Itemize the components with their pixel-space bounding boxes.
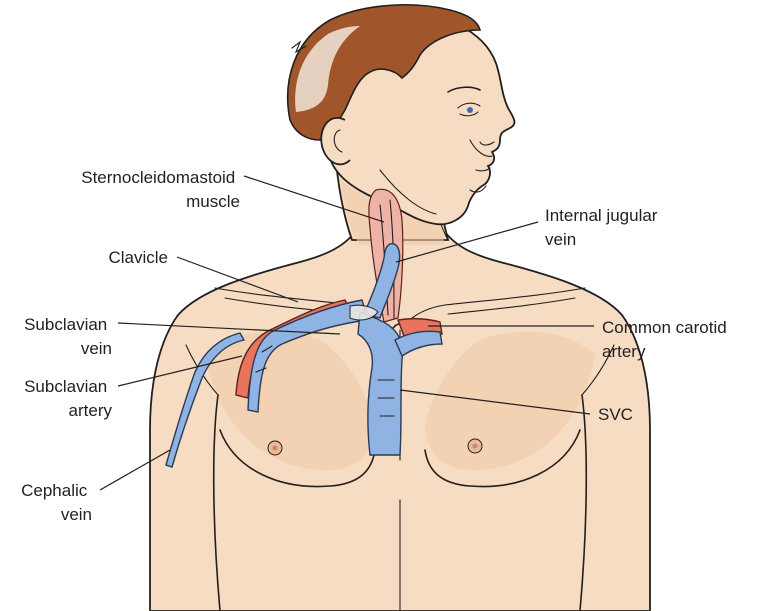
head [288,5,515,225]
left-nipple [268,441,282,455]
label-subclavian-artery: Subclavian artery [24,377,112,420]
label-svc: SVC [598,405,633,424]
label-ijv: Internal jugular vein [545,206,662,249]
label-cephalic-vein: Cephalic vein [21,481,92,524]
right-nipple [468,439,482,453]
label-subclavian-vein: Subclavian vein [24,315,112,358]
eye-iris [467,107,473,113]
label-clavicle: Clavicle [108,248,168,267]
label-scm: Sternocleidomastoid muscle [81,168,240,211]
